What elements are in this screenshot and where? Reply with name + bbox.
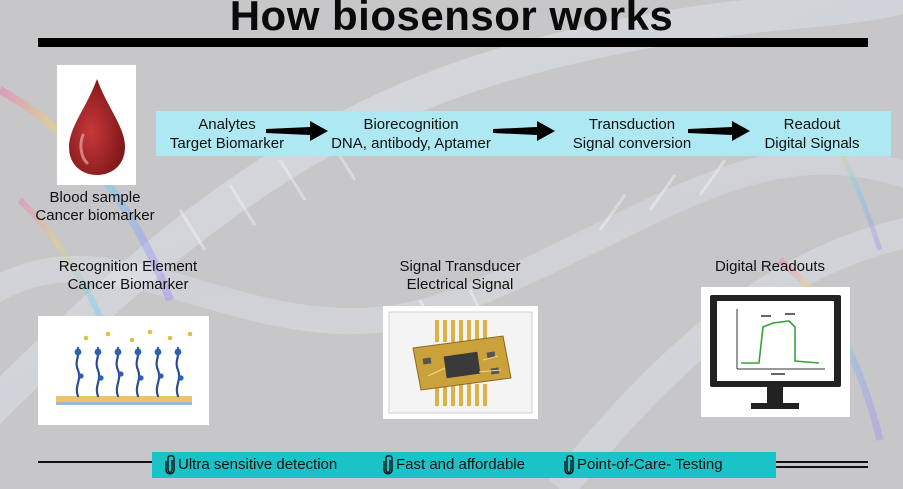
feature-point-of-care: Point-of-Care- Testing [563, 455, 723, 475]
flow-step-detail: Digital Signals [764, 135, 860, 152]
flow-step-analytes: Analytes Target Biomarker [156, 115, 298, 153]
paperclip-icon [165, 455, 175, 475]
bottom-rule-right [776, 461, 868, 463]
monitor-icon [710, 295, 841, 409]
digital-readouts-label: Digital Readouts [700, 258, 840, 276]
feature-ultra-sensitive: Ultra sensitive detection [164, 455, 337, 475]
features-band [152, 452, 776, 478]
paperclip-icon [564, 455, 574, 475]
feature-text: Fast and affordable [396, 456, 525, 473]
flow-step-title: Analytes [198, 116, 256, 133]
recognition-line2: Cancer Biomarker [67, 276, 189, 293]
paperclip-icon [383, 455, 393, 475]
chip-icon [388, 311, 533, 414]
digital-readouts-image [701, 287, 850, 417]
signal-transducer-image [383, 306, 538, 419]
blood-sample-line1: Blood sample [49, 189, 141, 206]
flow-step-title: Readout [783, 116, 841, 133]
flow-step-readout: Readout Digital Signals [752, 115, 872, 153]
blood-sample-line2: Cancer biomarker [35, 207, 155, 224]
flow-step-title: Biorecognition [363, 116, 459, 133]
flow-step-detail: Signal conversion [572, 135, 692, 152]
bottom-rule-left [38, 461, 152, 463]
transducer-line2: Electrical Signal [406, 276, 514, 293]
bottom-rule-right-2 [776, 466, 868, 468]
flow-step-transduction: Transduction Signal conversion [562, 115, 702, 153]
blood-drop-icon [69, 79, 125, 175]
signal-transducer-label: Signal Transducer Electrical Signal [385, 258, 535, 294]
recognition-line1: Recognition Element [58, 258, 198, 275]
page-title: How biosensor works [229, 0, 674, 39]
recognition-element-label: Recognition Element Cancer Biomarker [40, 258, 216, 294]
flow-step-biorecognition: Biorecognition DNA, antibody, Aptamer [326, 115, 496, 153]
title-underline [38, 38, 868, 47]
flow-step-detail: Target Biomarker [169, 135, 285, 152]
arrow-right-icon [493, 121, 555, 141]
blood-sample-card [57, 65, 136, 185]
arrow-right-icon [688, 121, 750, 141]
feature-fast-affordable: Fast and affordable [382, 455, 525, 475]
flow-step-detail: DNA, antibody, Aptamer [331, 135, 491, 152]
blood-sample-label: Blood sample Cancer biomarker [20, 189, 170, 225]
transducer-line1: Signal Transducer [399, 258, 521, 275]
recognition-element-image [38, 316, 209, 425]
flow-step-title: Transduction [588, 116, 676, 133]
feature-text: Point-of-Care- Testing [577, 456, 723, 473]
feature-text: Ultra sensitive detection [178, 456, 338, 473]
arrow-right-icon [266, 121, 328, 141]
readouts-line1: Digital Readouts [714, 258, 826, 275]
